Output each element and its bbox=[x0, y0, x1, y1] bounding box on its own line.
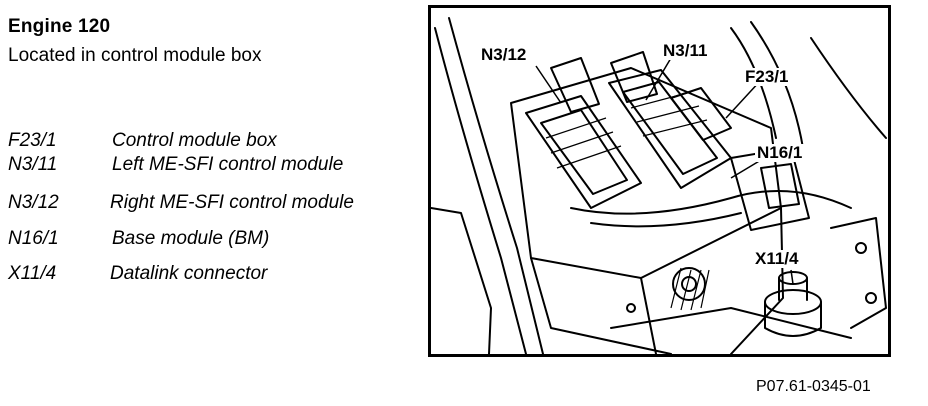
legend-row-n3-11: N3/11 Left ME-SFI control module bbox=[8, 154, 418, 178]
callout-x11-4: X11/4 bbox=[753, 249, 801, 268]
datalink-connector-body bbox=[764, 301, 822, 337]
datalink-connector-neck bbox=[778, 277, 808, 301]
legend-code: N16/1 bbox=[8, 228, 59, 249]
round-fitting bbox=[672, 267, 706, 301]
page-subtitle: Located in control module box bbox=[8, 45, 262, 66]
legend-code: N3/12 bbox=[8, 192, 59, 213]
module-box-lower bbox=[530, 257, 672, 354]
callout-n16-1: N16/1 bbox=[755, 143, 805, 162]
datalink-connector bbox=[764, 289, 822, 315]
lower-rail bbox=[610, 307, 852, 339]
line-drawing bbox=[431, 17, 887, 354]
wiring-harness bbox=[570, 189, 852, 215]
fender-edge bbox=[434, 27, 527, 354]
legend-row-x11-4: X11/4 Datalink connector bbox=[8, 263, 418, 287]
fender-edge-inner bbox=[448, 17, 544, 354]
legend-code: F23/1 bbox=[8, 130, 57, 151]
callout-f23-1: F23/1 bbox=[743, 67, 791, 86]
module-box-side bbox=[640, 277, 657, 354]
legend-description: Base module (BM) bbox=[112, 228, 270, 249]
legend-description: Right ME-SFI control module bbox=[110, 192, 354, 213]
wire-right bbox=[810, 37, 887, 139]
hatching bbox=[545, 91, 710, 311]
legend-row-f23-1: F23/1 Control module box bbox=[8, 130, 418, 154]
leader-f23-1 bbox=[725, 79, 762, 119]
engine-bay-illustration: N3/12 N3/11 F23/1 N16/1 X11/4 bbox=[428, 5, 891, 357]
control-module-left bbox=[525, 95, 642, 209]
bolt bbox=[855, 242, 867, 254]
legend-code: X11/4 bbox=[8, 263, 57, 284]
right-bracket bbox=[830, 217, 887, 329]
legend-description: Control module box bbox=[112, 130, 277, 151]
leader-n16-1 bbox=[730, 159, 762, 179]
module-box-right bbox=[730, 207, 784, 354]
fender-edge-lip bbox=[431, 207, 492, 354]
legend-description: Datalink connector bbox=[110, 263, 268, 284]
legend-row-n16-1: N16/1 Base module (BM) bbox=[8, 228, 418, 252]
legend-code: N3/11 bbox=[8, 154, 58, 175]
legend-description: Left ME-SFI control module bbox=[112, 154, 344, 175]
figure-reference: P07.61-0345-01 bbox=[756, 378, 871, 395]
callout-n3-11: N3/11 bbox=[661, 41, 710, 60]
bolt-3 bbox=[626, 303, 636, 313]
base-module-plug bbox=[760, 163, 800, 209]
connector-b bbox=[610, 51, 658, 103]
leader-n3-11 bbox=[645, 57, 672, 101]
wiring-harness-2 bbox=[590, 212, 742, 228]
connector-a bbox=[550, 57, 600, 113]
page-title: Engine 120 bbox=[8, 16, 111, 37]
legend-row-n3-12: N3/12 Right ME-SFI control module bbox=[8, 192, 418, 216]
leader-x11-4 bbox=[790, 269, 794, 285]
control-module-left-inner bbox=[540, 109, 628, 195]
control-module-right-inner bbox=[622, 81, 718, 175]
callout-n3-12: N3/12 bbox=[479, 45, 529, 64]
bolt-2 bbox=[865, 292, 877, 304]
leader-n3-12 bbox=[535, 65, 562, 104]
connector-c bbox=[670, 87, 732, 141]
